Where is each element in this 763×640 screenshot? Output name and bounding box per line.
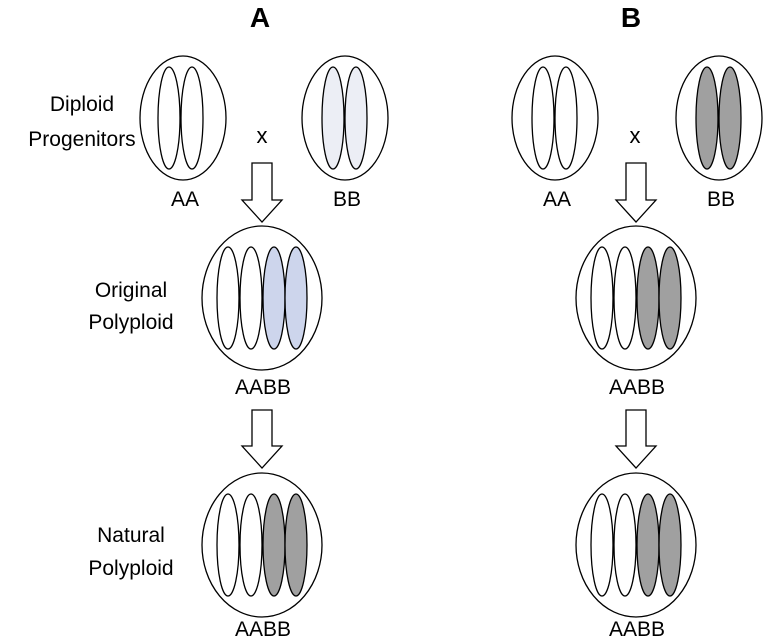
panel-a-arrow-down-1 xyxy=(240,162,284,223)
chromosome-a xyxy=(613,493,637,597)
panel-b-aa-label: AA xyxy=(543,188,571,211)
chromosome-a xyxy=(157,66,181,170)
chromosome-b xyxy=(658,493,682,597)
panel-b-progenitor-bb-cell xyxy=(675,55,763,181)
panel-a-original-genotype: AABB xyxy=(235,376,291,399)
panel-a-bb-label: BB xyxy=(333,188,361,211)
chromosome-a xyxy=(216,493,240,597)
panel-b-label: B xyxy=(621,2,641,33)
chromosome-a xyxy=(590,246,614,350)
panel-b-natural-genotype: AABB xyxy=(609,618,665,640)
panel-a-natural-polyploid-cell xyxy=(201,472,323,618)
chromosome-b xyxy=(262,246,286,350)
row-label-diploid-line2: Progenitors xyxy=(28,128,135,151)
panel-b-natural-polyploid-cell xyxy=(575,472,697,618)
chromosome-b xyxy=(658,246,682,350)
chromosome-b xyxy=(284,493,308,597)
chromosome-a xyxy=(239,246,263,350)
panel-a-aa-label: AA xyxy=(171,188,199,211)
chromosome-a xyxy=(239,493,263,597)
chromosome-b xyxy=(344,66,368,170)
chromosome-a xyxy=(180,66,204,170)
chromosome-b xyxy=(262,493,286,597)
chromosome-a xyxy=(216,246,240,350)
panel-a-original-polyploid-cell xyxy=(201,225,323,371)
panel-a-progenitor-aa-cell xyxy=(139,55,227,181)
panel-b-arrow-down-1 xyxy=(614,162,658,223)
panel-b-original-polyploid-cell xyxy=(575,225,697,371)
chromosome-b xyxy=(321,66,345,170)
panel-a-label: A xyxy=(250,2,270,33)
row-label-original-line1: Original xyxy=(95,279,167,302)
panel-a-arrow-down-2 xyxy=(240,409,284,469)
panel-a-progenitor-bb-cell xyxy=(301,55,389,181)
panel-a-natural-genotype: AABB xyxy=(235,618,291,640)
row-label-original-line2: Polyploid xyxy=(88,311,173,334)
chromosome-a xyxy=(554,66,578,170)
panel-b-original-genotype: AABB xyxy=(609,376,665,399)
chromosome-b xyxy=(636,493,660,597)
chromosome-b xyxy=(284,246,308,350)
panel-b-progenitor-aa-cell xyxy=(511,55,599,181)
panel-b-bb-label: BB xyxy=(707,188,735,211)
chromosome-b xyxy=(695,66,719,170)
panel-b-arrow-down-2 xyxy=(614,409,658,469)
chromosome-b xyxy=(636,246,660,350)
row-label-diploid-line1: Diploid xyxy=(50,93,114,116)
chromosome-a xyxy=(531,66,555,170)
chromosome-a xyxy=(613,246,637,350)
panel-a-cross-symbol: x xyxy=(257,123,268,148)
row-label-natural-line1: Natural xyxy=(97,524,165,547)
row-label-natural-line2: Polyploid xyxy=(88,557,173,580)
panel-b-cross-symbol: x xyxy=(630,123,641,148)
chromosome-a xyxy=(590,493,614,597)
chromosome-b xyxy=(718,66,742,170)
